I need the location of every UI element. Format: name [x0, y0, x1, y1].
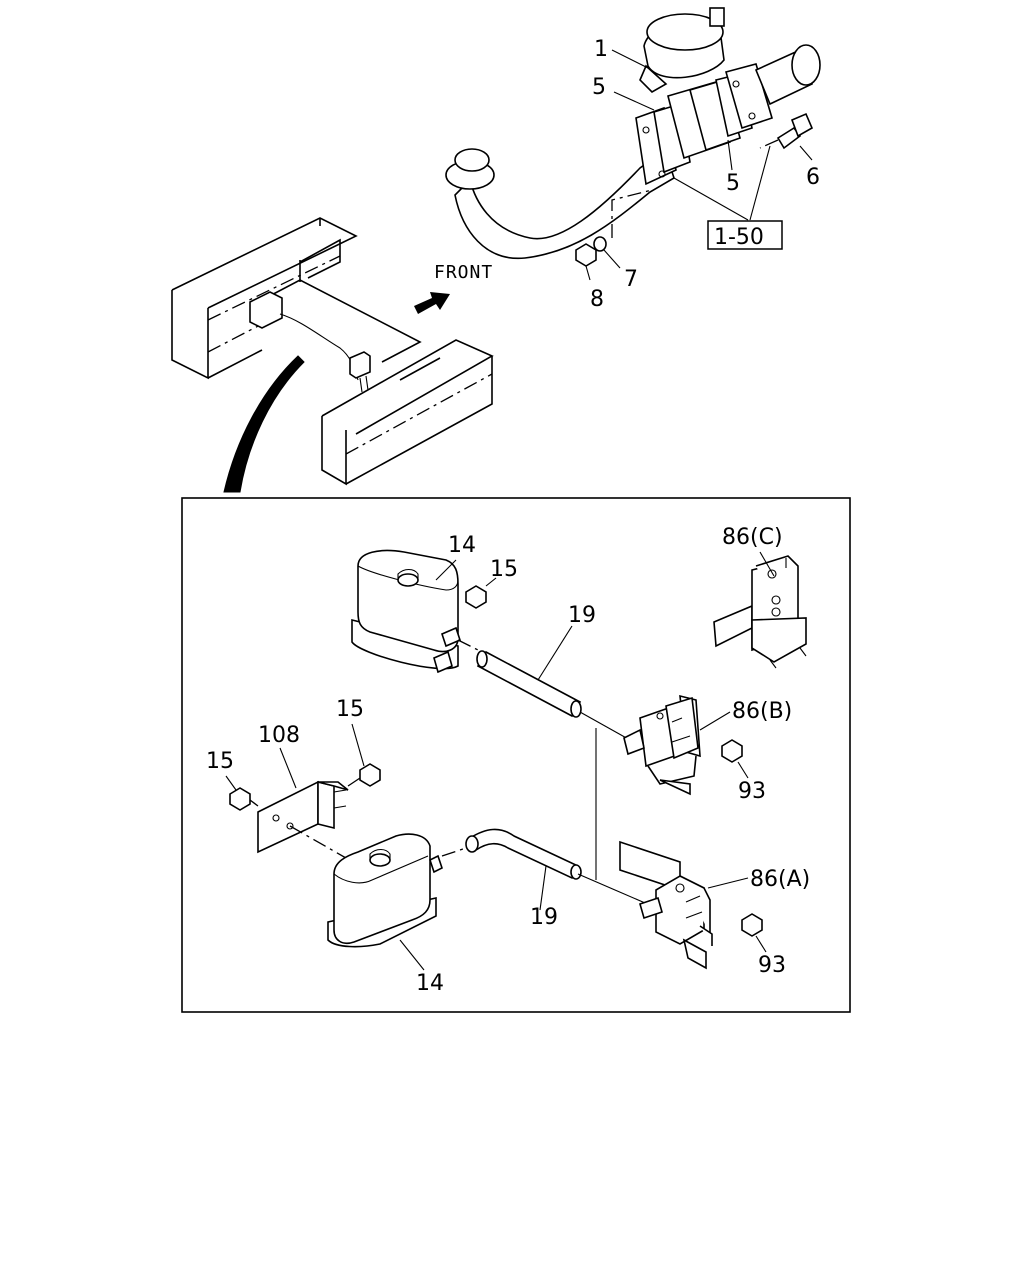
callout-nut-bracket-b: 15 — [336, 697, 364, 722]
solenoid-valve-a — [619, 840, 713, 970]
callout-tank-upper: 14 — [448, 533, 476, 558]
hose-upper — [476, 650, 582, 718]
chassis-frame — [171, 217, 494, 493]
bracket-108 — [257, 780, 349, 854]
callout-group-ref: 1-50 — [714, 225, 764, 250]
callout-hose-lower: 19 — [530, 905, 558, 930]
nut-93-b — [721, 739, 743, 763]
callout-valve-c: 86(C) — [722, 525, 783, 550]
solenoid-valve-c — [713, 555, 807, 669]
nut-15-right — [359, 763, 381, 787]
callout-valve-a: 86(A) — [750, 867, 810, 892]
callout-hose-upper: 19 — [568, 603, 596, 628]
callout-nut-valve-a: 93 — [758, 953, 786, 978]
hose-lower — [465, 828, 582, 880]
vacuum-tank-upper — [351, 549, 461, 674]
callout-nut-bracket-a: 15 — [206, 749, 234, 774]
nut-15-left — [229, 787, 251, 811]
nut-93-a — [741, 913, 763, 937]
callout-nut-tank-upper: 15 — [490, 557, 518, 582]
callout-valve: 1 — [594, 37, 608, 62]
callout-gasket-right: 5 — [726, 171, 740, 196]
vacuum-tank-lower — [327, 833, 443, 948]
exhaust-pipe-assembly — [445, 7, 821, 281]
callout-tank-lower: 14 — [416, 971, 444, 996]
callout-valve-b: 86(B) — [732, 699, 792, 724]
solenoid-valve-b — [623, 694, 701, 796]
group-ref-box — [707, 220, 783, 250]
callout-nut-top: 8 — [590, 287, 604, 312]
front-direction-label: FRONT — [434, 262, 493, 283]
detail-frame — [181, 497, 851, 1013]
callout-bolt: 6 — [806, 165, 820, 190]
callout-washer: 7 — [624, 267, 638, 292]
callout-gasket-left: 5 — [592, 75, 606, 100]
callout-bracket: 108 — [258, 723, 300, 748]
nut-15-upper — [465, 585, 487, 609]
callout-nut-valve-b: 93 — [738, 779, 766, 804]
